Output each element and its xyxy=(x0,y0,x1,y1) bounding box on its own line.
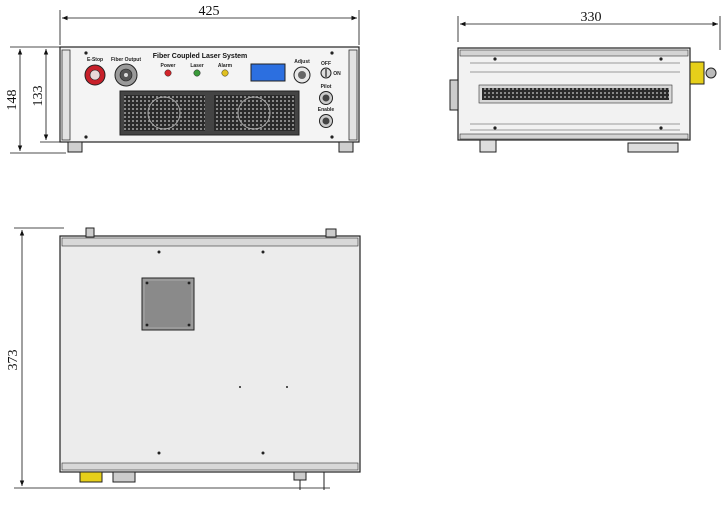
top-access-plate xyxy=(141,277,195,331)
rear-connector xyxy=(689,61,717,85)
enable-label: Enable xyxy=(318,107,335,113)
front-right-rail xyxy=(348,49,358,141)
front-foot-right xyxy=(338,141,354,153)
enable-button[interactable] xyxy=(319,114,333,128)
dimension-depth-373: 373 xyxy=(6,227,330,489)
front-view: 425 148 133 Fiber Coupled Laser System E… xyxy=(5,4,360,154)
pilot-label: Pilot xyxy=(321,84,332,90)
adjust-knob[interactable] xyxy=(293,66,311,84)
front-left-rail xyxy=(61,49,71,141)
top-view: 373 xyxy=(6,227,361,490)
key-switch[interactable] xyxy=(320,67,332,79)
on-label: ON xyxy=(333,71,341,77)
dim-label-425: 425 xyxy=(199,4,220,19)
dimension-width-425: 425 xyxy=(59,4,360,45)
dim-label-148: 148 xyxy=(5,90,20,111)
estop-button[interactable] xyxy=(84,64,106,86)
laser-led xyxy=(193,69,201,77)
power-led-label: Power xyxy=(160,63,175,69)
fiber-output-label: Fiber Output xyxy=(111,57,141,63)
estop-label: E-Stop xyxy=(87,57,103,63)
front-panel-title: Fiber Coupled Laser System xyxy=(153,53,248,60)
front-foot-left xyxy=(67,141,83,153)
alarm-led xyxy=(221,69,229,77)
laser-led-label: Laser xyxy=(190,63,203,69)
dimension-height-148: 148 xyxy=(5,46,66,154)
front-fan-grille xyxy=(119,90,300,136)
alarm-led-label: Alarm xyxy=(218,63,233,69)
side-view: 330 xyxy=(449,10,721,153)
lcd-display xyxy=(250,63,286,82)
dimension-depth-330: 330 xyxy=(457,10,721,50)
pilot-button[interactable] xyxy=(319,91,333,105)
top-rear-connectors xyxy=(79,471,325,490)
adjust-label: Adjust xyxy=(294,59,310,65)
off-label: OFF xyxy=(321,61,331,67)
power-led xyxy=(164,69,172,77)
side-vent-slots xyxy=(478,84,673,104)
dim-label-330: 330 xyxy=(581,10,602,25)
dim-label-373: 373 xyxy=(6,350,21,371)
top-chassis xyxy=(59,235,361,473)
dim-label-133: 133 xyxy=(31,86,46,107)
fiber-output-port[interactable] xyxy=(114,63,138,87)
